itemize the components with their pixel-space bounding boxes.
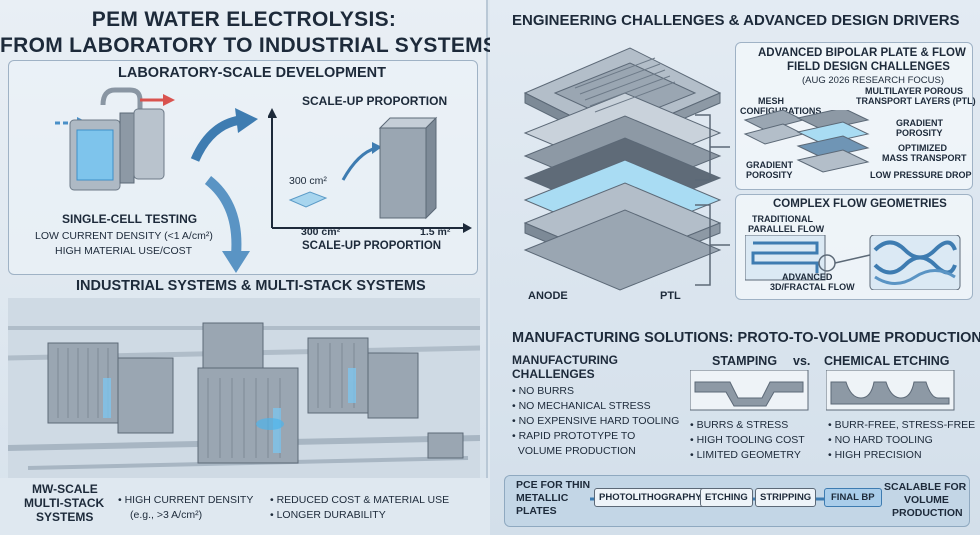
vs-label: vs. — [793, 354, 811, 368]
traditional-2: PARALLEL FLOW — [748, 224, 825, 234]
stack-bracket — [695, 114, 730, 286]
single-cell-illustration — [55, 87, 175, 191]
main-title-line1: PEM WATER ELECTROLYSIS: — [91, 8, 397, 31]
bullet-current-density: • HIGH CURRENT DENSITY — [118, 494, 254, 506]
mfg-challenges-title-1: MANUFACTURING — [512, 353, 618, 367]
left-panel: PEM WATER ELECTROLYSIS: FROM LABORATORY … — [0, 0, 498, 535]
industrial-illustration — [8, 298, 480, 478]
flow-geometry-illustration — [745, 235, 961, 290]
stamping-label: STAMPING — [712, 354, 778, 368]
right-title: ENGINEERING CHALLENGES & ADVANCED DESIGN… — [512, 12, 960, 29]
anode-label: ANODE — [528, 290, 568, 302]
manufacturing-title: MANUFACTURING SOLUTIONS: PROTO-TO-VOLUME… — [512, 330, 980, 346]
bp-title-3: (AUG 2026 RESEARCH FOCUS) — [802, 75, 945, 86]
stamping-item: • LIMITED GEOMETRY — [690, 449, 801, 461]
step-final-bp: FINAL BP — [824, 488, 882, 507]
mfg-challenge-item: VOLUME PRODUCTION — [512, 445, 636, 457]
mfg-challenges-title-2: CHALLENGES — [512, 367, 595, 381]
step-photolithography: PHOTOLITHOGRAPHY — [594, 488, 707, 507]
etching-item: • NO HARD TOOLING — [828, 434, 933, 446]
bp-title-1: ADVANCED BIPOLAR PLATE & FLOW — [758, 47, 966, 59]
pce-label-2: METALLIC — [516, 492, 569, 504]
low-pressure-label: LOW PRESSURE DROP — [870, 170, 972, 180]
scale-up-label-bottom: SCALE-UP PROPORTION — [302, 240, 442, 252]
step-etching: ETCHING — [700, 488, 753, 507]
multilayer-label-2: TRANSPORT LAYERS (PTL) — [856, 96, 976, 106]
down-arrow — [204, 176, 250, 273]
stamping-item: • HIGH TOOLING COST — [690, 434, 805, 446]
optimized-2: MASS TRANSPORT — [882, 153, 967, 163]
industrial-caption-bar — [0, 478, 488, 535]
lab-title: LABORATORY-SCALE DEVELOPMENT — [118, 65, 386, 81]
multilayer-label-1: MULTILAYER POROUS — [865, 86, 964, 96]
advanced-1: ADVANCED — [782, 272, 833, 282]
gradient-right-1: GRADIENT — [896, 118, 943, 128]
scalable-2: VOLUME — [904, 494, 949, 506]
stamping-item: • BURRS & STRESS — [690, 419, 789, 431]
stamping-list: • BURRS & STRESS • HIGH TOOLING COST • L… — [690, 418, 805, 463]
axis-label-small: 300 cm² — [301, 226, 341, 238]
optimized-1: OPTIMIZED — [898, 143, 947, 153]
scale-up-label-top: SCALE-UP PROPORTION — [302, 94, 448, 108]
bp-title-2: FIELD DESIGN CHALLENGES — [787, 61, 950, 73]
advanced-2: 3D/FRACTAL FLOW — [770, 282, 855, 292]
scale-up-axes — [268, 108, 472, 233]
axis-label-large: 1.5 m² — [420, 226, 451, 238]
right-panel: ENGINEERING CHALLENGES & ADVANCED DESIGN… — [490, 0, 980, 535]
exploded-stack-illustration — [523, 47, 722, 291]
mesh-label-1: MESH — [758, 96, 785, 106]
single-cell-current: LOW CURRENT DENSITY (<1 A/cm²) — [35, 230, 213, 242]
mfg-challenge-item: • NO EXPENSIVE HARD TOOLING — [512, 415, 680, 427]
etching-profile — [826, 370, 955, 411]
scalable-1: SCALABLE FOR — [884, 481, 967, 493]
mfg-challenge-item: • RAPID PROTOTYPE TO — [512, 430, 636, 442]
mw-label-2: MULTI-STACK — [24, 496, 105, 510]
main-title-line2: FROM LABORATORY TO INDUSTRIAL SYSTEMS — [0, 34, 498, 57]
scalable-3: PRODUCTION — [892, 507, 963, 519]
etching-item: • BURR-FREE, STRESS-FREE — [828, 419, 976, 431]
gradient-left-1: GRADIENT — [746, 160, 793, 170]
mw-label-1: MW-SCALE — [32, 482, 98, 496]
gradient-left-2: POROSITY — [746, 170, 793, 180]
bullet-current-example: (e.g., >3 A/cm²) — [130, 509, 203, 521]
ptl-label: PTL — [660, 290, 681, 302]
mfg-challenge-item: • NO MECHANICAL STRESS — [512, 400, 651, 412]
ptl-layers-illustration — [743, 110, 870, 173]
single-cell-title: SINGLE-CELL TESTING — [62, 212, 198, 226]
mw-label-3: SYSTEMS — [36, 510, 94, 524]
progress-arrow — [190, 108, 258, 162]
etching-label: CHEMICAL ETCHING — [824, 354, 950, 368]
industrial-title: INDUSTRIAL SYSTEMS & MULTI-STACK SYSTEMS — [76, 278, 426, 294]
pce-label-3: PLATES — [516, 505, 557, 517]
traditional-1: TRADITIONAL — [752, 214, 813, 224]
area-small-label: 300 cm² — [289, 175, 327, 187]
etching-item: • HIGH PRECISION — [828, 449, 922, 461]
stamping-profile — [690, 370, 809, 411]
step-stripping: STRIPPING — [755, 488, 817, 507]
mfg-challenges-list: • NO BURRS • NO MECHANICAL STRESS • NO E… — [512, 384, 679, 459]
single-cell-cost: HIGH MATERIAL USE/COST — [55, 245, 193, 257]
bullet-durability: • LONGER DURABILITY — [270, 509, 386, 521]
mfg-challenge-item: • NO BURRS — [512, 385, 575, 397]
complex-flow-title: COMPLEX FLOW GEOMETRIES — [773, 198, 947, 210]
gradient-right-2: POROSITY — [896, 128, 943, 138]
bullet-reduced-cost: • REDUCED COST & MATERIAL USE — [270, 494, 450, 506]
etching-list: • BURR-FREE, STRESS-FREE • NO HARD TOOLI… — [828, 418, 975, 463]
pce-label-1: PCE FOR THIN — [516, 479, 591, 491]
